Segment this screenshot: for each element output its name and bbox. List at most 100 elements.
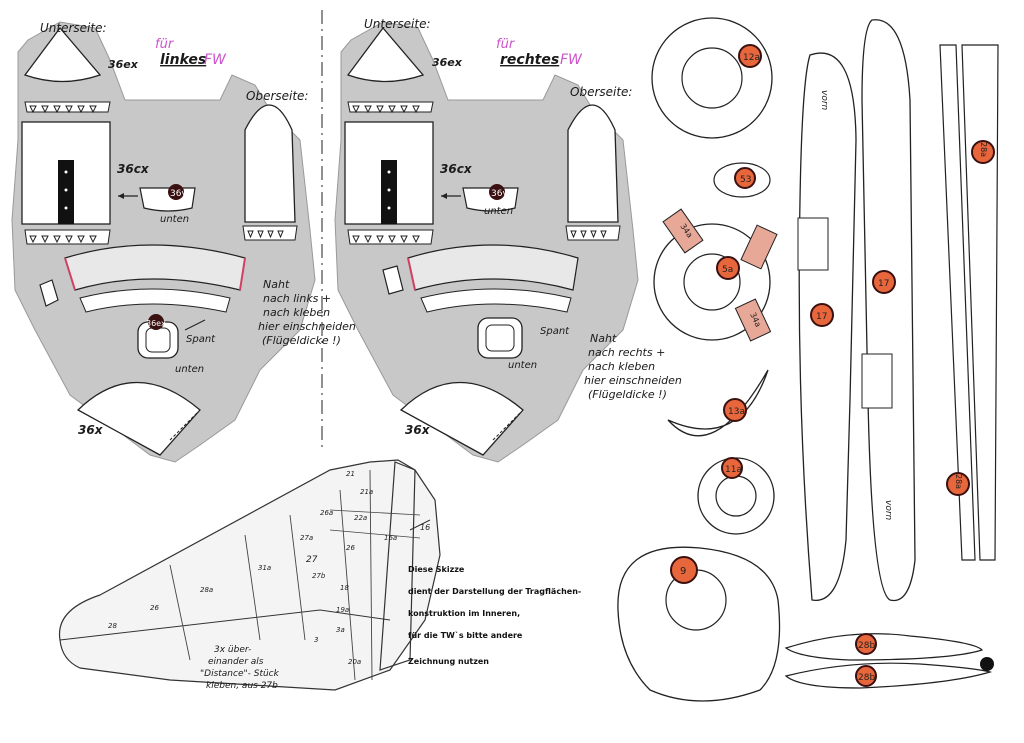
long-strip-middle [861, 19, 916, 602]
svg-text:hier einschneiden: hier einschneiden [258, 320, 356, 333]
curved-teeth [420, 288, 572, 313]
svg-text:26: 26 [346, 544, 355, 552]
badge-13a: 13a [723, 398, 747, 422]
left-part-36cx: 36cx [117, 162, 150, 176]
svg-text:26: 26 [150, 604, 159, 612]
left-seam-note: Naht nach links + nach kleben hier einsc… [258, 278, 356, 347]
svg-text:einander als: einander als [208, 657, 264, 667]
slot [58, 160, 74, 224]
top-fan-part [23, 26, 102, 83]
svg-text:9: 9 [680, 566, 686, 577]
upperside-part [567, 104, 619, 223]
svg-text:26a: 26a [320, 509, 333, 517]
badge-12a: 12a [738, 44, 762, 68]
svg-text:kleben, aus 27b: kleben, aus 27b [206, 681, 278, 691]
svg-text:20a: 20a [348, 658, 361, 666]
svg-text:28a: 28a [954, 474, 963, 489]
teeth-strip-bottom [347, 229, 434, 245]
left-badge-36ex: 36ex [146, 319, 166, 328]
svg-text:"Distance"- Stück: "Distance"- Stück [200, 669, 280, 679]
right-badge-36y: 36y [491, 189, 508, 199]
left-part-36ex: 36ex [108, 58, 139, 71]
svg-text:22a: 22a [354, 514, 367, 522]
wing-outline [58, 459, 441, 691]
badge-28b-bottom: 28b [855, 665, 877, 687]
svg-text:12a: 12a [743, 53, 760, 63]
crescent-part [667, 369, 769, 437]
svg-text:17: 17 [878, 279, 889, 289]
svg-text:Naht: Naht [263, 278, 290, 291]
small-cube [39, 279, 59, 307]
left-fw-label: FW [204, 52, 227, 68]
curved-teeth [79, 288, 231, 313]
svg-text:3: 3 [314, 636, 318, 644]
svg-text:Diese Skizze: Diese Skizze [408, 565, 465, 574]
svg-text:28b: 28b [858, 641, 875, 651]
left-side-label: linkes [160, 52, 206, 68]
svg-text:28b: 28b [858, 673, 875, 683]
svg-text:nach links +: nach links + [263, 292, 331, 305]
svg-text:53: 53 [740, 175, 751, 185]
badge-28a-bottom: 28a [946, 472, 970, 496]
svg-text:21: 21 [346, 470, 355, 478]
svg-text:nach kleben: nach kleben [588, 360, 655, 373]
svg-text:Naht: Naht [590, 332, 617, 345]
right-part-36x: 36x [405, 423, 431, 437]
airfoil-top [784, 633, 984, 661]
badge-5a: 5a [716, 256, 740, 280]
svg-text:27: 27 [306, 555, 318, 565]
thin-strip-a [939, 44, 976, 561]
svg-text:28a: 28a [200, 586, 213, 594]
badge-53: 53 [734, 167, 756, 189]
right-underside-label: Unterseite: [364, 17, 431, 31]
badge-circle [168, 184, 184, 200]
vorn-bottom: vorn [883, 500, 893, 521]
svg-text:17: 17 [816, 312, 827, 322]
badge-9: 9 [670, 556, 698, 584]
right-unten-1: unten [484, 206, 513, 217]
svg-text:27b: 27b [312, 572, 326, 580]
top-fan-part [346, 26, 425, 83]
left-upperside-label: Oberseite: [246, 89, 308, 103]
part-badges: 12a 53 5a 34a 34a 17 17 13a 11a 9 28a 28… [670, 44, 995, 687]
wing-sketch [58, 459, 441, 691]
svg-text:3x über-: 3x über- [214, 645, 251, 655]
svg-text:11a: 11a [725, 465, 742, 475]
right-unten-2: unten [508, 360, 537, 371]
right-part-36cx: 36cx [440, 162, 473, 176]
svg-text:hier einschneiden: hier einschneiden [584, 374, 682, 387]
right-upperside-label: Oberseite: [570, 85, 632, 99]
badge-28b-top: 28b [855, 633, 877, 655]
long-strip-left [798, 52, 857, 601]
left-unten-1: unten [160, 214, 189, 225]
svg-text:konstruktion im Inneren,: konstruktion im Inneren, [408, 609, 520, 618]
left-badge-36y: 36y [170, 189, 187, 199]
bottom-fan-part [76, 382, 201, 456]
teeth-strip-bottom [24, 229, 111, 245]
teeth-strip-upper [242, 225, 298, 241]
teeth-strip-top [347, 101, 434, 114]
svg-text:(Flügeldicke !): (Flügeldicke !) [588, 388, 667, 401]
svg-text:16: 16 [420, 523, 430, 532]
teeth-strip-top [24, 101, 111, 114]
teeth-strip-upper [565, 225, 621, 241]
svg-text:(Flügeldicke !): (Flügeldicke !) [262, 334, 341, 347]
left-part-36x: 36x [78, 423, 104, 437]
thin-strip-b [961, 44, 999, 561]
right-fw-label: FW [560, 52, 583, 68]
sketch-description: Diese Skizze dient der Darstellung der T… [408, 565, 581, 666]
svg-text:28: 28 [108, 622, 117, 630]
left-for-label: für [155, 37, 175, 52]
svg-text:27a: 27a [300, 534, 313, 542]
badge-17-top: 17 [810, 303, 834, 327]
vorn-top: vorn [819, 90, 829, 111]
svg-text:31a: 31a [258, 564, 271, 572]
svg-text:19a: 19a [336, 606, 349, 614]
badge-circle [148, 314, 164, 330]
svg-text:Zeichnung nutzen: Zeichnung nutzen [408, 657, 489, 666]
badge-17-bottom: 17 [872, 270, 896, 294]
svg-text:5a: 5a [722, 265, 733, 275]
svg-text:21a: 21a [360, 488, 373, 496]
svg-text:nach rechts +: nach rechts + [588, 346, 665, 359]
